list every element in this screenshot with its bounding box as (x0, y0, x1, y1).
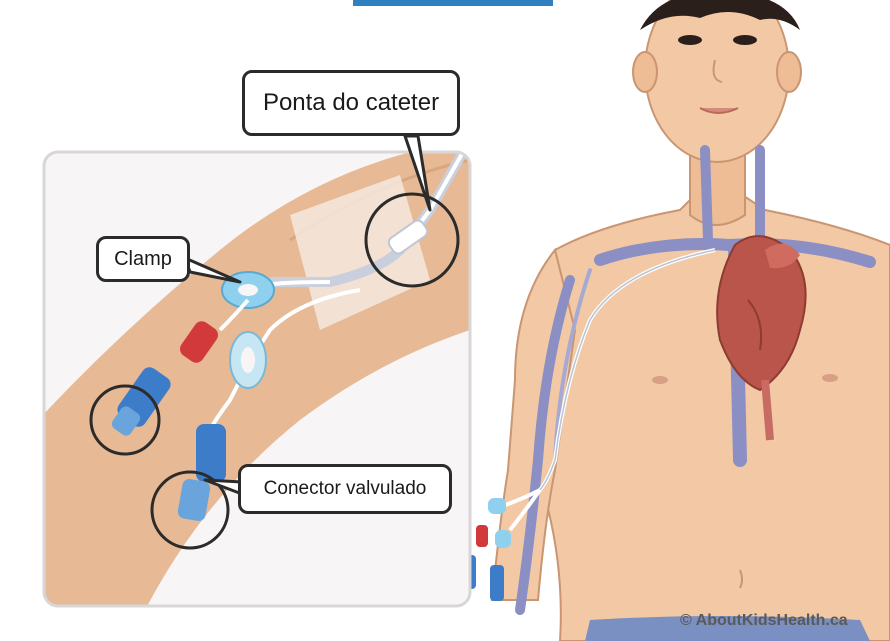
small-clamp-1 (488, 498, 506, 514)
small-red-hub (476, 525, 488, 547)
small-clamp-2 (495, 530, 511, 548)
small-blue-hub-2 (490, 565, 504, 601)
boy-figure (492, 0, 890, 641)
label-catheter-tip: Ponta do cateter (242, 70, 460, 136)
inset-panel (20, 136, 470, 620)
eye-right (733, 35, 757, 45)
label-catheter-tip-text: Ponta do cateter (263, 89, 439, 117)
label-valved-connector: Conector valvulado (238, 464, 452, 514)
ear-left (633, 52, 657, 92)
nipple-left (652, 376, 668, 384)
ear-right (777, 52, 801, 92)
copyright-credit: © AboutKidsHealth.ca (680, 612, 848, 630)
label-valved-connector-text: Conector valvulado (264, 478, 427, 500)
nipple-right (822, 374, 838, 382)
label-clamp: Clamp (96, 236, 190, 282)
label-clamp-text: Clamp (114, 248, 172, 271)
eye-left (678, 35, 702, 45)
